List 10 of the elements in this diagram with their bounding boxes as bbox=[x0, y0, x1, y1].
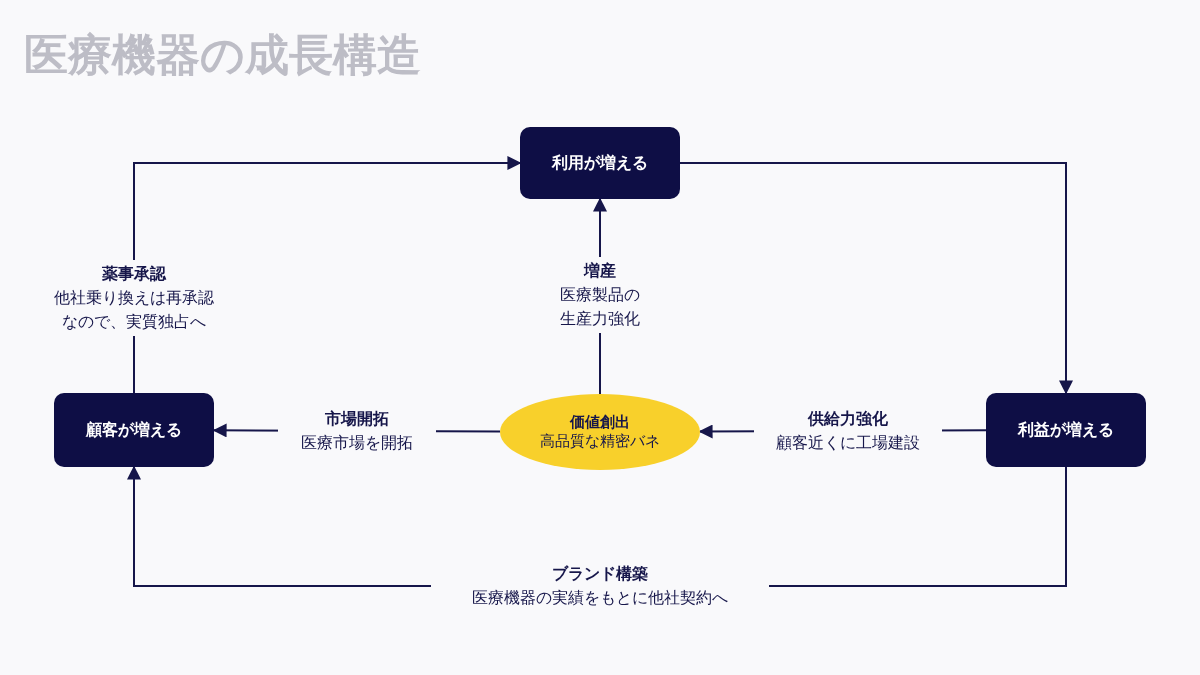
arrow bbox=[679, 162, 1073, 395]
node-title: 価値創出 bbox=[570, 413, 630, 432]
process-box bbox=[54, 393, 214, 467]
process-box bbox=[520, 127, 680, 199]
node-text: 高品質な精密バネ bbox=[540, 432, 660, 451]
node-title: 顧客が増える bbox=[86, 419, 182, 440]
diagram-title: 医療機器の成長構造 bbox=[24, 29, 421, 81]
node-title: 利益が増える bbox=[1018, 419, 1114, 440]
node-title: 利用が増える bbox=[552, 152, 648, 173]
process-box bbox=[986, 393, 1146, 467]
